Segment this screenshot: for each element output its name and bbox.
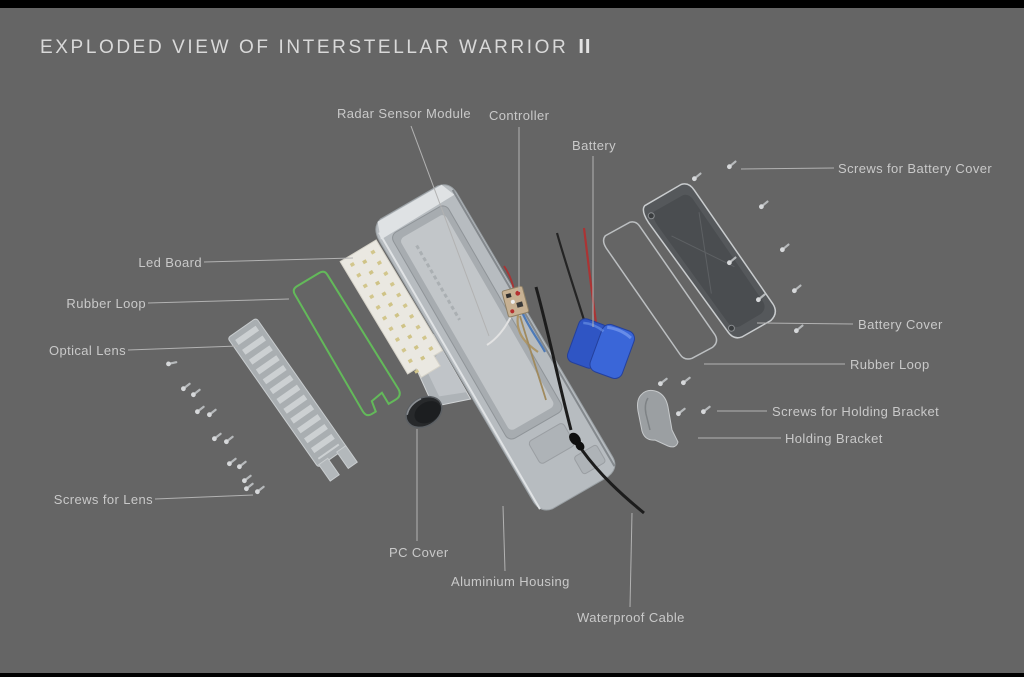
battery-part bbox=[555, 227, 635, 379]
holding-bracket-part bbox=[637, 389, 679, 448]
leader-lines bbox=[127, 125, 854, 608]
leader-line-led-board bbox=[203, 257, 354, 263]
leader-line-screws-battery-cover bbox=[740, 167, 835, 170]
bottom-black-bar bbox=[0, 673, 1024, 677]
page-title: EXPLODED VIEW OF INTERSTELLAR WARRIOR II bbox=[40, 36, 591, 59]
label-aluminium-housing: Aluminium Housing bbox=[451, 574, 570, 589]
rubber-loop-right-part bbox=[602, 221, 718, 360]
led-board-part bbox=[339, 239, 444, 379]
label-radar-sensor-module: Radar Sensor Module bbox=[337, 106, 472, 121]
leader-line-optical-lens bbox=[127, 345, 239, 351]
label-rubber-loop-left: Rubber Loop bbox=[66, 296, 146, 311]
label-rubber-loop-right: Rubber Loop bbox=[850, 357, 930, 372]
controller-part bbox=[486, 265, 547, 401]
leader-line-rubber-loop-left bbox=[147, 298, 290, 304]
leader-line-screws-for-lens bbox=[154, 494, 254, 500]
optical-lens-part bbox=[228, 318, 358, 482]
label-holding-bracket: Holding Bracket bbox=[785, 431, 883, 446]
waterproof-cable-part bbox=[534, 286, 645, 515]
pc-cover-part bbox=[405, 395, 443, 429]
rubber-loop-left-part bbox=[292, 270, 401, 417]
label-controller: Controller bbox=[489, 108, 550, 123]
label-battery: Battery bbox=[572, 138, 616, 153]
screws-for-lens-part bbox=[165, 359, 266, 496]
leader-line-aluminium-housing bbox=[502, 505, 506, 572]
battery-cover-part bbox=[642, 183, 777, 339]
page-title-main: EXPLODED VIEW OF INTERSTELLAR WARRIOR bbox=[40, 37, 569, 58]
label-screws-for-holding-bracket: Screws for Holding Bracket bbox=[772, 404, 940, 419]
leader-line-radar-sensor bbox=[410, 125, 490, 337]
label-pc-cover: PC Cover bbox=[389, 545, 449, 560]
label-screws-for-lens: Screws for Lens bbox=[53, 492, 153, 507]
leader-line-battery-cover bbox=[756, 322, 854, 325]
label-led-board: Led Board bbox=[138, 255, 202, 270]
label-waterproof-cable: Waterproof Cable bbox=[577, 610, 685, 625]
label-battery-cover: Battery Cover bbox=[858, 317, 943, 332]
top-black-bar bbox=[0, 0, 1024, 8]
label-optical-lens: Optical Lens bbox=[48, 343, 126, 358]
leader-line-waterproof-cable bbox=[629, 512, 633, 608]
label-screws-for-battery-cover: Screws for Battery Cover bbox=[838, 161, 993, 176]
page-title-suffix: II bbox=[578, 36, 592, 58]
